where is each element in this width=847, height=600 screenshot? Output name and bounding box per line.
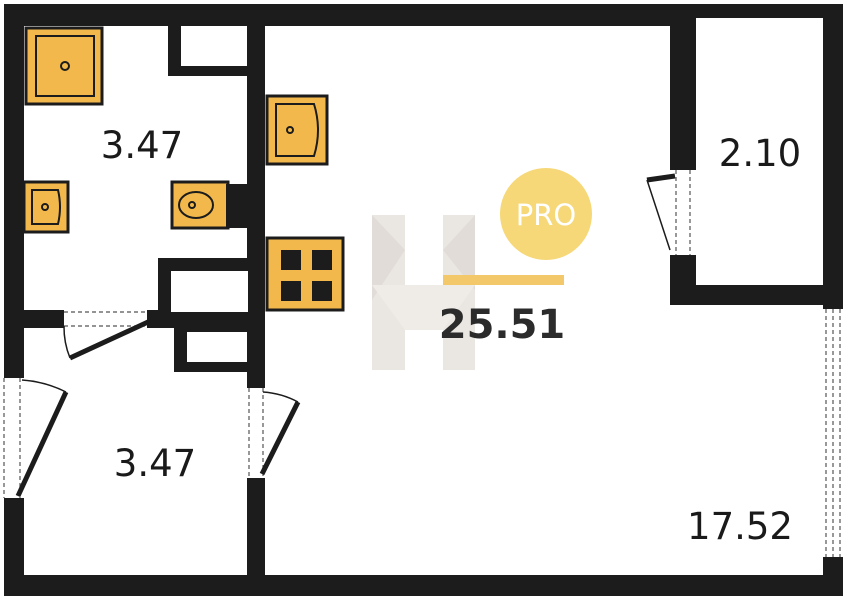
watermark-logo [372,215,475,370]
closet-area-label: 2.10 [719,132,801,175]
living-room-area-label: 17.52 [687,505,793,548]
hallway-area-label: 3.47 [114,442,196,485]
window [823,309,843,557]
bathroom-door [63,311,150,361]
stove-icon [265,236,345,312]
entrance-door [3,378,69,498]
total-area-underline [443,275,564,285]
closet-door [646,170,694,255]
living-room-door [247,388,301,478]
bathroom-sink-icon [22,180,70,234]
pro-badge-label: PRO [516,198,576,232]
bathtub-icon [24,26,104,106]
walls [4,4,843,596]
toilet-icon [170,180,248,230]
kitchen-sink-icon [265,94,329,166]
bathroom-area-label: 3.47 [101,124,183,167]
total-area-label: 25.51 [439,302,566,348]
pro-badge [500,168,592,260]
